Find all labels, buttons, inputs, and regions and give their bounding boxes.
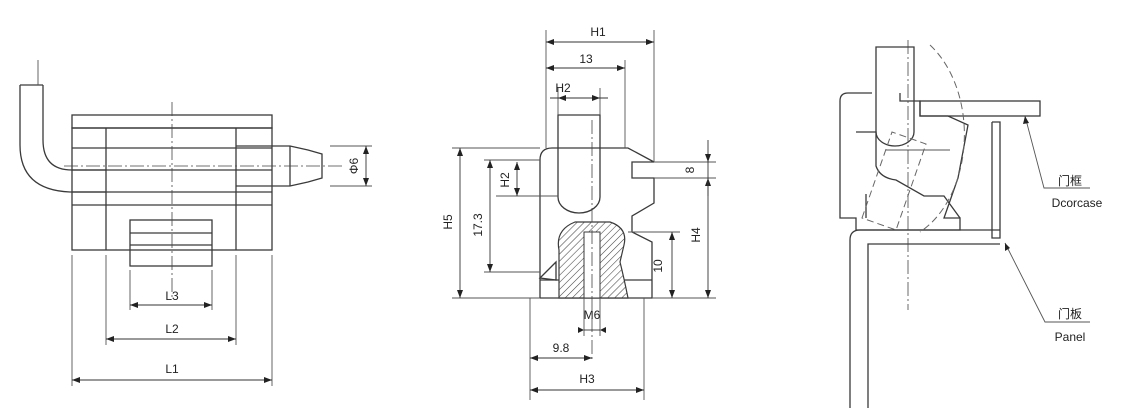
arrow-h5-top — [457, 148, 463, 156]
arrow-h1-left — [546, 39, 554, 45]
arrow-l1-right — [264, 377, 272, 383]
latch-housing — [839, 92, 969, 231]
latch-handle-bend — [19, 84, 106, 193]
arrow-10-bottom — [669, 290, 675, 298]
label-door-panel-en: Panel — [1055, 330, 1086, 344]
arrow-h2-top-left — [558, 95, 566, 101]
arrow-h2-side-bottom — [514, 188, 520, 196]
door-frame-vertical — [991, 121, 1001, 239]
label-17-3: 17.3 — [471, 213, 485, 237]
label-h4: H4 — [689, 227, 703, 243]
arrow-door-panel — [1005, 243, 1010, 251]
label-h2-top: H2 — [555, 81, 571, 95]
label-10: 10 — [651, 259, 665, 273]
arrow-l3-right — [204, 302, 212, 308]
label-9-8: 9.8 — [553, 341, 570, 355]
label-h5: H5 — [441, 214, 455, 230]
label-h2-side: H2 — [498, 172, 512, 188]
plunger — [557, 114, 601, 214]
arrow-h1-right — [646, 39, 654, 45]
arrow-h4-bottom — [705, 290, 711, 298]
arrow-phi6-bottom — [363, 178, 369, 186]
arrow-m6-right — [600, 327, 606, 333]
label-m6: M6 — [584, 308, 601, 322]
arrow-13-right — [617, 65, 625, 71]
door-frame-bar — [919, 100, 1041, 117]
label-door-panel-cn: 门板 — [1058, 306, 1082, 321]
section-lower-left-notch — [538, 260, 557, 281]
latch-lower-body — [856, 131, 961, 219]
arrow-h5-bottom — [457, 290, 463, 298]
arrow-h2-top-right — [592, 95, 600, 101]
latch-pin — [236, 145, 323, 187]
arrow-h3-left — [530, 387, 538, 393]
label-door-frame-cn: 门框 — [1058, 173, 1082, 188]
label-8: 8 — [683, 166, 697, 173]
leader-door-frame — [1024, 115, 1090, 189]
arrow-h2-side-top — [514, 162, 520, 170]
arrow-l2-right — [228, 336, 236, 342]
arrow-phi6-top — [363, 146, 369, 154]
leader-door-panel — [1004, 242, 1090, 323]
rotated-plunger-dashed — [861, 131, 927, 231]
view-section: H1 13 H2 H5 17.3 H2 8 H4 — [441, 25, 716, 400]
label-h3: H3 — [579, 372, 595, 386]
arrow-17-bottom — [487, 264, 493, 272]
arrow-l1-left — [72, 377, 80, 383]
arrow-l3-left — [130, 302, 138, 308]
label-h1: H1 — [590, 25, 606, 39]
arrow-13-left — [546, 65, 554, 71]
arrow-h3-right — [636, 387, 644, 393]
arrow-m6-left — [578, 327, 584, 333]
swing-arc-dashed — [919, 44, 965, 233]
arrow-door-frame — [1023, 116, 1029, 124]
door-panel — [849, 229, 1000, 408]
arrow-10-top — [669, 232, 675, 240]
arrow-8-top — [705, 154, 711, 162]
label-l1: L1 — [165, 362, 179, 376]
latch-plunger — [875, 46, 915, 147]
label-phi6: Φ6 — [347, 158, 361, 175]
label-door-frame-en: Dcorcase — [1052, 196, 1103, 210]
arrow-9-8-right — [584, 355, 592, 361]
view-installation: 门框 Dcorcase 门板 Panel — [839, 40, 1103, 408]
arrow-l2-left — [106, 336, 114, 342]
lower-block — [129, 219, 213, 267]
section-body-outline — [539, 147, 655, 299]
view-front-latch: L3 L2 L1 Φ6 — [19, 60, 372, 386]
label-13: 13 — [579, 52, 593, 66]
label-l3: L3 — [165, 289, 179, 303]
arrow-9-8-left — [530, 355, 538, 361]
arrow-17-top — [487, 160, 493, 168]
label-l2: L2 — [165, 322, 179, 336]
